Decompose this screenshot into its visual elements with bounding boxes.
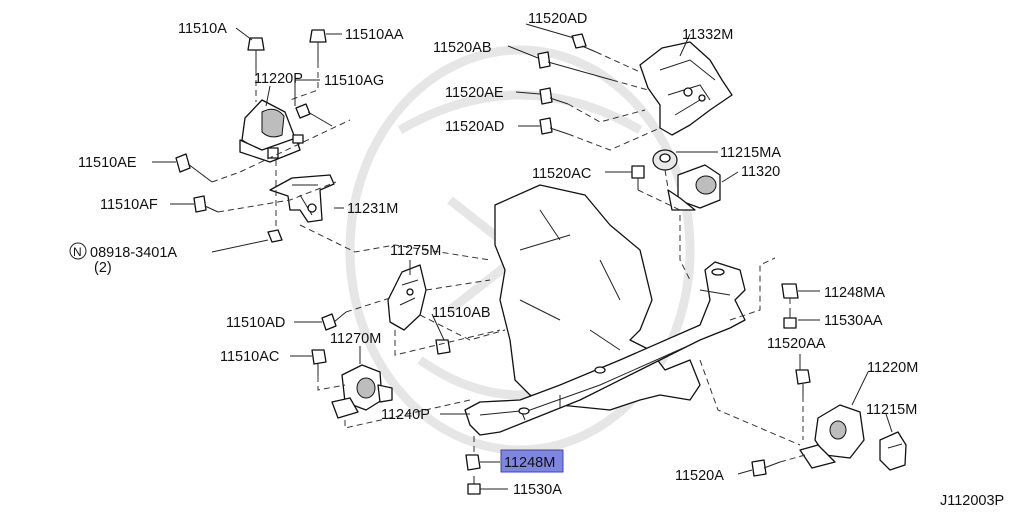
label-11510ab[interactable]: 11510AB [432, 305, 491, 321]
insulator-11215ma [652, 149, 678, 171]
label-11520ad-lower[interactable]: 11520AD [445, 119, 504, 135]
label-11248ma[interactable]: 11248MA [824, 285, 885, 301]
label-11332m[interactable]: 11332M [682, 27, 733, 43]
label-nut-circle: N [73, 245, 82, 259]
alignment-lines [211, 51, 806, 463]
label-11510a[interactable]: 11510A [178, 21, 227, 37]
label-11520a[interactable]: 11520A [675, 468, 724, 484]
part-labels: 11510A 11510AA 11220P 11510AG 11510AE 11… [69, 11, 1004, 509]
label-11275m[interactable]: 11275M [390, 243, 441, 259]
label-11530a[interactable]: 11530A [513, 482, 562, 498]
label-11231m[interactable]: 11231M [347, 201, 398, 217]
label-11320[interactable]: 11320 [741, 164, 780, 180]
engine-mount-11220p [239, 99, 304, 163]
label-11220p[interactable]: 11220P [254, 71, 303, 87]
fasteners [175, 29, 811, 495]
label-11520ad-top[interactable]: 11520AD [528, 11, 587, 27]
label-08918-3401a[interactable]: 08918-3401A [90, 245, 177, 261]
bracket-11275m [387, 264, 427, 331]
label-11520aa[interactable]: 11520AA [767, 336, 826, 352]
engine-mount-11220m [799, 404, 865, 469]
label-11510ac[interactable]: 11510AC [220, 349, 279, 365]
engine-mount-11320 [667, 164, 721, 211]
label-11520ac[interactable]: 11520AC [532, 166, 591, 182]
front-suspension-member [464, 261, 746, 436]
nut-circle-icon [69, 242, 87, 260]
diagram-code: J112003P [940, 493, 1004, 509]
label-11510ad[interactable]: 11510AD [226, 315, 285, 331]
label-11510af[interactable]: 11510AF [100, 197, 158, 213]
bracket-11215m [879, 431, 907, 471]
engine-mount-11270m [331, 364, 393, 419]
label-11215m[interactable]: 11215M [866, 402, 917, 418]
leader-lines [152, 23, 893, 490]
label-11220m[interactable]: 11220M [867, 360, 918, 376]
label-11520ab[interactable]: 11520AB [433, 40, 492, 56]
label-11510ag[interactable]: 11510AG [324, 73, 384, 89]
label-11510aa[interactable]: 11510AA [345, 27, 404, 43]
label-11215ma[interactable]: 11215MA [720, 145, 781, 161]
highlight-11248m [500, 449, 564, 473]
label-11520ae[interactable]: 11520AE [445, 85, 504, 101]
label-11240p[interactable]: 11240P [381, 407, 430, 423]
label-11510ae[interactable]: 11510AE [78, 155, 137, 171]
label-11530aa[interactable]: 11530AA [824, 313, 883, 329]
bracket-11332m [639, 41, 733, 136]
label-11270m[interactable]: 11270M [330, 331, 381, 347]
label-nut-qty: (2) [94, 260, 112, 276]
bracket-11231m [269, 174, 335, 223]
label-11248m[interactable]: 11248M [504, 455, 555, 471]
